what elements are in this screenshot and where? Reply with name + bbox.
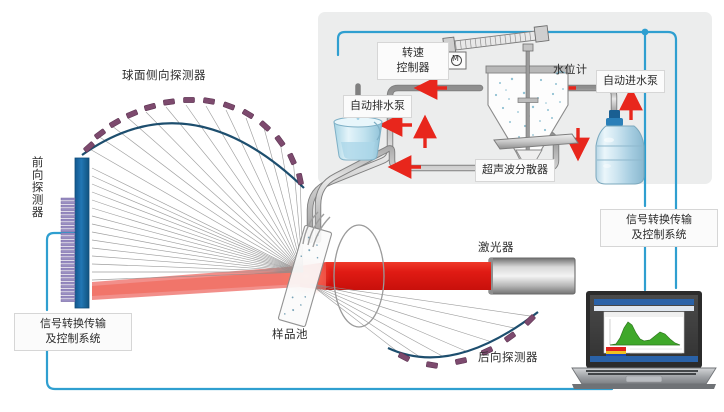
sample-cell-inlet-tubes [302,211,331,248]
motor-label: M [452,54,459,63]
backward-detector-elements [397,314,536,369]
ultrasonic-disperser-box: 超声波分散器 [475,159,555,182]
label-forward-detector: 前向探测器 [30,156,45,219]
spherical-side-detector-arc [81,122,305,189]
side-scatter-rays [87,104,304,273]
focusing-lens [333,224,385,328]
label-water-level-gauge: 水位计 [553,63,588,76]
speed-controller-line1: 转速 [402,46,424,59]
label-laser: 激光器 [478,240,514,254]
waste-bucket [333,114,383,161]
signal-control-left-line1: 信号转换传输 [40,317,106,330]
control-line-junction [641,28,649,36]
laptop-computer [571,291,717,389]
forward-detector [60,157,90,309]
laser-source [488,257,576,295]
auto-drain-pump-box: 自动排水泵 [343,95,412,118]
signal-control-box-left: 信号转换传输 及控制系统 [14,313,132,351]
speed-controller-box: 转速 控制器 [377,42,449,80]
label-backward-detector: 后向探测器 [478,350,538,364]
auto-inlet-pump-box: 自动进水泵 [596,70,665,93]
signal-control-box-right: 信号转换传输 及控制系统 [600,209,718,247]
label-sample-cell: 样品池 [272,327,308,341]
sample-cell [277,224,333,328]
label-spherical-side-detector: 球面侧向探测器 [122,68,206,82]
spherical-detector-elements [83,97,304,186]
speed-controller-line2: 控制器 [396,60,430,74]
signal-control-right-line1: 信号转换传输 [626,213,692,226]
forward-detector-array [60,197,76,302]
signal-control-right-line2: 及控制系统 [631,227,687,241]
signal-control-left-line2: 及控制系统 [45,331,101,345]
forward-scatter-rays [91,167,304,281]
back-scatter-rays [309,283,531,358]
mixing-vessel [485,45,571,167]
water-supply-bottle [595,110,645,185]
